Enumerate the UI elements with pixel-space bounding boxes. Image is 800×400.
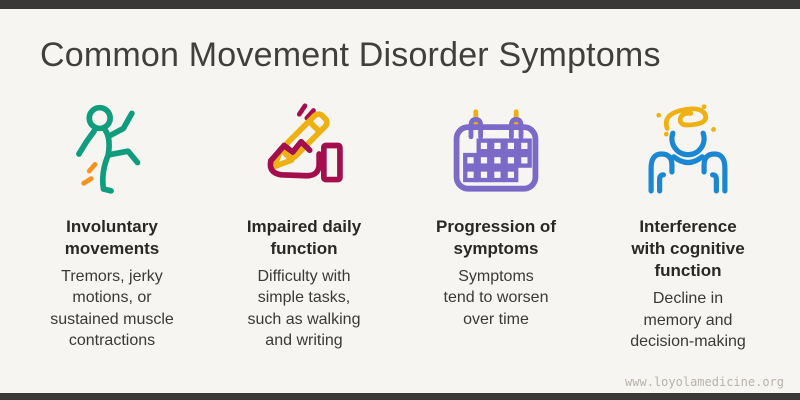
page-title: Common Movement Disorder Symptoms: [40, 36, 661, 74]
symptom-column-interference-with-cognitive-function: Interference with cognitive function Dec…: [592, 100, 784, 352]
symptom-columns: Involuntary movements Tremors, jerky mot…: [16, 100, 784, 352]
dizzy-person-icon: [636, 100, 740, 206]
symptom-column-progression-of-symptoms: Progression of symptoms Symptoms tend to…: [400, 100, 592, 352]
symptom-heading: Involuntary movements: [64, 217, 160, 259]
symptom-column-involuntary-movements: Involuntary movements Tremors, jerky mot…: [16, 100, 208, 352]
symptom-heading: Impaired daily function: [246, 217, 362, 259]
symptom-column-impaired-daily-function: Impaired daily function Difficulty with …: [208, 100, 400, 352]
symptom-description: Tremors, jerky motions, or sustained mus…: [50, 268, 174, 349]
symptom-description: Decline in memory and decision-making: [630, 290, 746, 350]
symptom-description: Difficulty with simple tasks, such as wa…: [247, 268, 361, 349]
symptom-heading: Progression of symptoms: [436, 217, 556, 259]
bottom-bar: [0, 393, 800, 400]
top-bar: [0, 0, 800, 9]
watermark-url: www.loyolamedicine.org: [625, 375, 784, 389]
calendar-icon: [443, 100, 549, 206]
symptom-heading: Interference with cognitive function: [631, 217, 745, 281]
falling-person-icon: [60, 100, 164, 206]
symptom-description: Symptoms tend to worsen over time: [443, 268, 549, 328]
hand-writing-pencil-icon: [250, 100, 358, 206]
